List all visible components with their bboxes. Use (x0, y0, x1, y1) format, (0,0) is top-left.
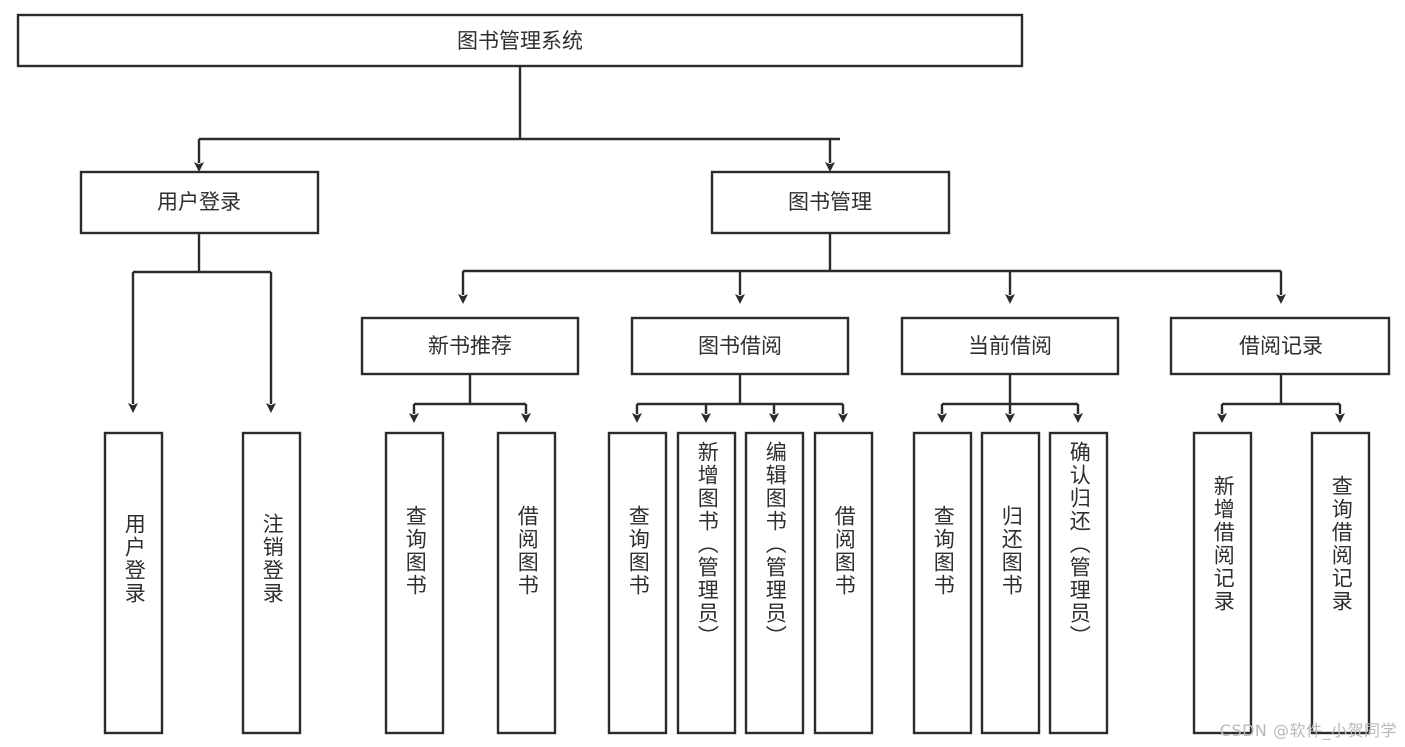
node-root[interactable]: 图书管理系统 (16, 13, 1024, 68)
connector-group-records (1217, 374, 1345, 423)
connector-group-root (194, 66, 840, 172)
connector-group-current (937, 374, 1083, 423)
node-leaf13-box[interactable] (1310, 431, 1371, 735)
node-bookmgmt-label: 图书管理 (788, 190, 872, 214)
node-newbook-label: 新书推荐 (428, 334, 512, 358)
connector-group-newbook (409, 374, 531, 423)
node-leaf4-box[interactable] (496, 431, 557, 735)
node-login-box[interactable] (79, 170, 320, 235)
node-leaf5-box[interactable] (607, 431, 668, 735)
node-leaf3-box[interactable] (384, 431, 445, 735)
node-newbook[interactable]: 新书推荐 (360, 316, 580, 376)
node-leaf10-box[interactable] (980, 431, 1041, 735)
node-newbook-box[interactable] (360, 316, 580, 376)
node-login-label: 用户登录 (157, 190, 241, 214)
node-records-box[interactable] (1169, 316, 1391, 376)
connector-group-login (128, 233, 276, 413)
node-borrow-label: 图书借阅 (698, 334, 782, 358)
node-bookmgmt-box[interactable] (710, 170, 951, 235)
node-bookmgmt[interactable]: 图书管理 (710, 170, 951, 235)
node-leaf7-box[interactable] (744, 431, 805, 735)
node-current-box[interactable] (900, 316, 1120, 376)
node-leaf12-box[interactable] (1192, 431, 1253, 735)
connector-group-borrow (632, 374, 848, 423)
node-borrow[interactable]: 图书借阅 (630, 316, 850, 376)
leaf-boxes (103, 431, 1371, 735)
node-current-label: 当前借阅 (968, 334, 1052, 358)
node-leaf11-box[interactable] (1048, 431, 1109, 735)
node-root-label: 图书管理系统 (457, 29, 583, 53)
node-root-box[interactable] (16, 13, 1024, 68)
node-login[interactable]: 用户登录 (79, 170, 320, 235)
node-current[interactable]: 当前借阅 (900, 316, 1120, 376)
node-leaf8-box[interactable] (813, 431, 874, 735)
node-leaf2-box[interactable] (241, 431, 302, 735)
node-leaf9-box[interactable] (912, 431, 973, 735)
node-leaf1-box[interactable] (103, 431, 164, 735)
node-records[interactable]: 借阅记录 (1169, 316, 1391, 376)
node-borrow-box[interactable] (630, 316, 850, 376)
node-leaf6-box[interactable] (676, 431, 737, 735)
node-records-label: 借阅记录 (1239, 334, 1323, 358)
connector-group-bookmgmt (458, 233, 1286, 304)
